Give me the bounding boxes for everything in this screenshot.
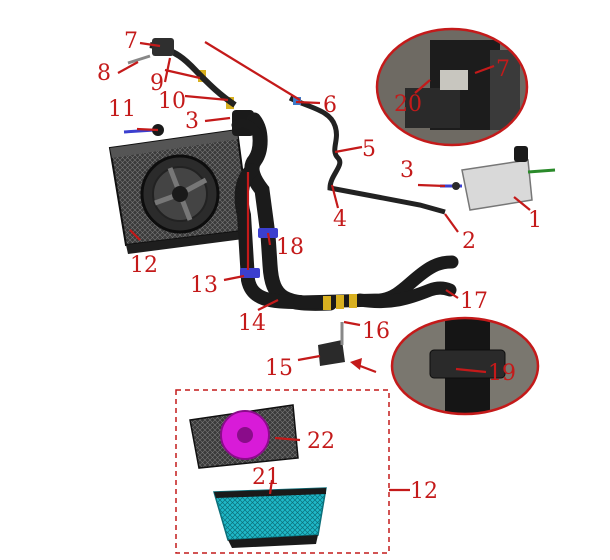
callout-3: 3 (400, 158, 414, 183)
callout-22: 22 (307, 429, 335, 454)
callout-5: 5 (362, 137, 376, 162)
callout-1: 1 (528, 208, 542, 233)
callout-7: 7 (496, 57, 510, 82)
callout-14: 14 (238, 311, 266, 336)
fan-motor (140, 154, 220, 234)
callout-3: 3 (185, 109, 199, 134)
breather-tube (288, 95, 446, 215)
callout-12: 12 (410, 479, 438, 504)
detail-photo-top (375, 27, 529, 147)
detail-photo-right (350, 316, 540, 416)
callout-labels: 1 2 3 3 4 5 6 7 7 8 9 10 11 12 12 13 14 … (97, 29, 542, 504)
callout-17: 17 (460, 289, 488, 314)
reservoir-tank (440, 146, 556, 211)
leader-lines (117, 41, 531, 495)
callout-8: 8 (97, 61, 111, 86)
callout-16: 16 (362, 319, 390, 344)
hoses (231, 112, 459, 311)
callout-12: 12 (130, 253, 158, 278)
callout-20: 20 (394, 92, 422, 117)
callout-10: 10 (158, 89, 186, 114)
bolt-8 (127, 54, 151, 65)
part-radiator-core (213, 487, 327, 548)
callout-11: 11 (108, 97, 136, 122)
callout-9: 9 (150, 71, 164, 96)
part-fan-shroud (189, 404, 299, 469)
callout-2: 2 (462, 229, 476, 254)
callout-21: 21 (252, 465, 280, 490)
callout-15: 15 (265, 356, 293, 381)
callout-18: 18 (276, 235, 304, 260)
callout-13: 13 (190, 273, 218, 298)
callout-19: 19 (488, 361, 516, 386)
bracket-15 (318, 322, 345, 366)
callout-4: 4 (333, 207, 347, 232)
valve-7 (152, 38, 174, 56)
callout-6: 6 (323, 93, 337, 118)
radiator-parts-box (175, 389, 390, 554)
callout-7: 7 (124, 29, 138, 54)
